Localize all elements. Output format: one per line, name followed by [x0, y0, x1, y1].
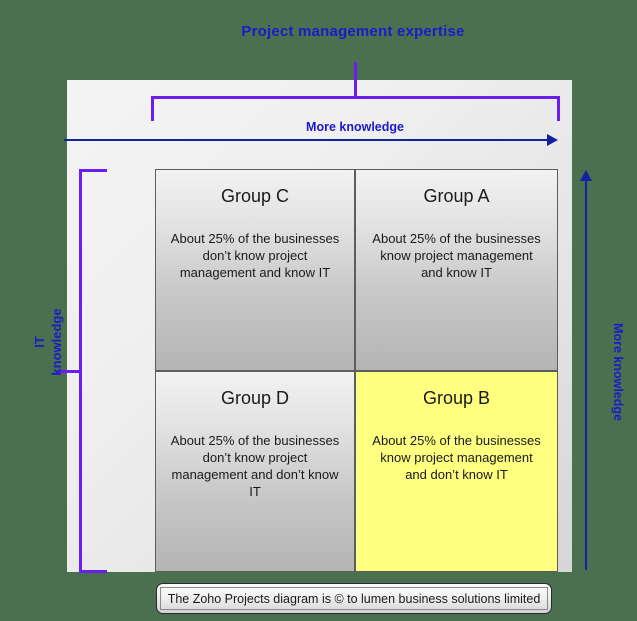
top-bracket-span: [151, 96, 560, 99]
quadrant-heading: Group D: [220, 388, 290, 408]
top-bracket-right-arm: [557, 96, 560, 121]
title-connector-stem: [354, 62, 357, 98]
quadrant-body: About 25% of the businesses don’t know p…: [170, 231, 340, 280]
quadrant-heading: Group B: [422, 388, 491, 408]
horizontal-axis-arrow-line: [64, 139, 552, 141]
vertical-axis-arrow-head-icon: [580, 170, 592, 181]
left-bracket-bottom-arm: [79, 570, 107, 573]
quadrant-body: About 25% of the businesses know project…: [372, 433, 541, 482]
quadrant-heading: Group A: [423, 186, 490, 206]
footer-credit-text: The Zoho Projects diagram is © to lumen …: [160, 587, 548, 610]
diagram-title: Project management expertise: [241, 23, 465, 40]
quadrant-body: About 25% of the businesses don’t know p…: [170, 433, 340, 499]
footer-credit: The Zoho Projects diagram is © to lumen …: [156, 583, 552, 614]
top-bracket-left-arm: [151, 96, 154, 121]
vertical-axis-label: More knowledge: [611, 323, 625, 421]
quadrant-grid: Group C About 25% of the businesses don’…: [155, 169, 558, 572]
quadrant-cell-group-d[interactable]: Group D About 25% of the businesses don’…: [155, 371, 355, 572]
vertical-axis-arrow-line: [585, 180, 587, 570]
left-bracket-top-arm: [79, 169, 107, 172]
quadrant-cell-group-c[interactable]: Group C About 25% of the businesses don’…: [155, 169, 355, 371]
it-knowledge-label: IT knowledge: [31, 287, 65, 397]
horizontal-axis-label: More knowledge: [306, 120, 404, 134]
quadrant-cell-group-b[interactable]: Group B About 25% of the businesses know…: [355, 371, 558, 572]
quadrant-cell-group-a[interactable]: Group A About 25% of the businesses know…: [355, 169, 558, 371]
it-knowledge-label-line2: knowledge: [49, 308, 64, 376]
it-knowledge-connector-stem: [58, 370, 82, 373]
it-knowledge-label-line1: IT: [32, 336, 47, 348]
quadrant-heading: Group C: [220, 186, 290, 206]
quadrant-body: About 25% of the businesses know project…: [372, 231, 541, 280]
horizontal-axis-arrow-head-icon: [547, 134, 558, 146]
